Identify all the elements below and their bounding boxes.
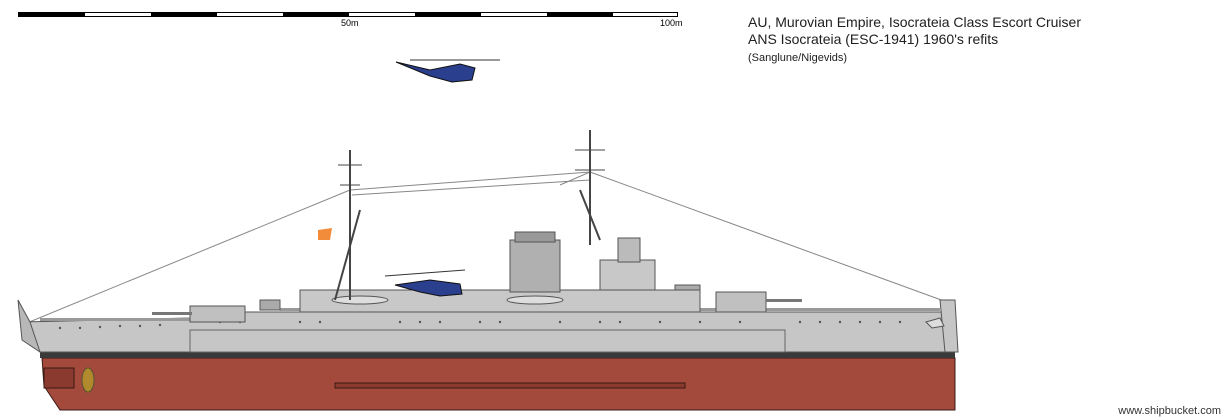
rigging-wires: [21, 171, 956, 326]
title-credits: (Sanglune/Nigevids): [748, 52, 848, 64]
helicopter-deck: [384, 269, 466, 297]
aa-mount-aft: [259, 299, 281, 311]
scale-label-50m: 50m: [341, 18, 359, 28]
superstructure-base: [299, 289, 701, 313]
bow: [939, 299, 959, 353]
scale-bar: 50m 100m: [18, 10, 683, 30]
aft-turret-gun: [152, 312, 192, 315]
aft-railing: [40, 318, 190, 321]
title-line-1: AU, Murovian Empire, Isocrateia Class Es…: [748, 14, 1081, 30]
bridge: [599, 259, 656, 291]
helicopter-flying: [395, 59, 500, 83]
boat-aft: [331, 295, 389, 305]
mast-yards: [338, 149, 605, 186]
director: [617, 237, 641, 263]
propeller: [81, 367, 95, 393]
title-line-2: ANS Isocrateia (ESC-1941) 1960's refits: [748, 31, 999, 47]
forward-turret: [715, 291, 767, 313]
funnel-cap: [514, 231, 556, 243]
forward-turret-gun: [766, 299, 802, 302]
ensign-flag: [318, 228, 332, 240]
drawing-title-block: AU, Murovian Empire, Isocrateia Class Es…: [748, 14, 1081, 66]
boat-fwd: [506, 295, 564, 305]
rudder: [43, 367, 75, 389]
masts: [334, 130, 601, 301]
scale-bar-frame: [18, 12, 678, 17]
scale-label-100m: 100m: [660, 18, 683, 28]
aft-turret: [189, 305, 246, 323]
source-credit: www.shipbucket.com: [1118, 405, 1221, 417]
boot-top: [40, 352, 955, 358]
armor-belt: [189, 329, 786, 353]
bow-crest: [925, 317, 945, 329]
funnel: [509, 239, 561, 293]
stern: [17, 299, 41, 354]
bilge-keel: [334, 382, 686, 389]
